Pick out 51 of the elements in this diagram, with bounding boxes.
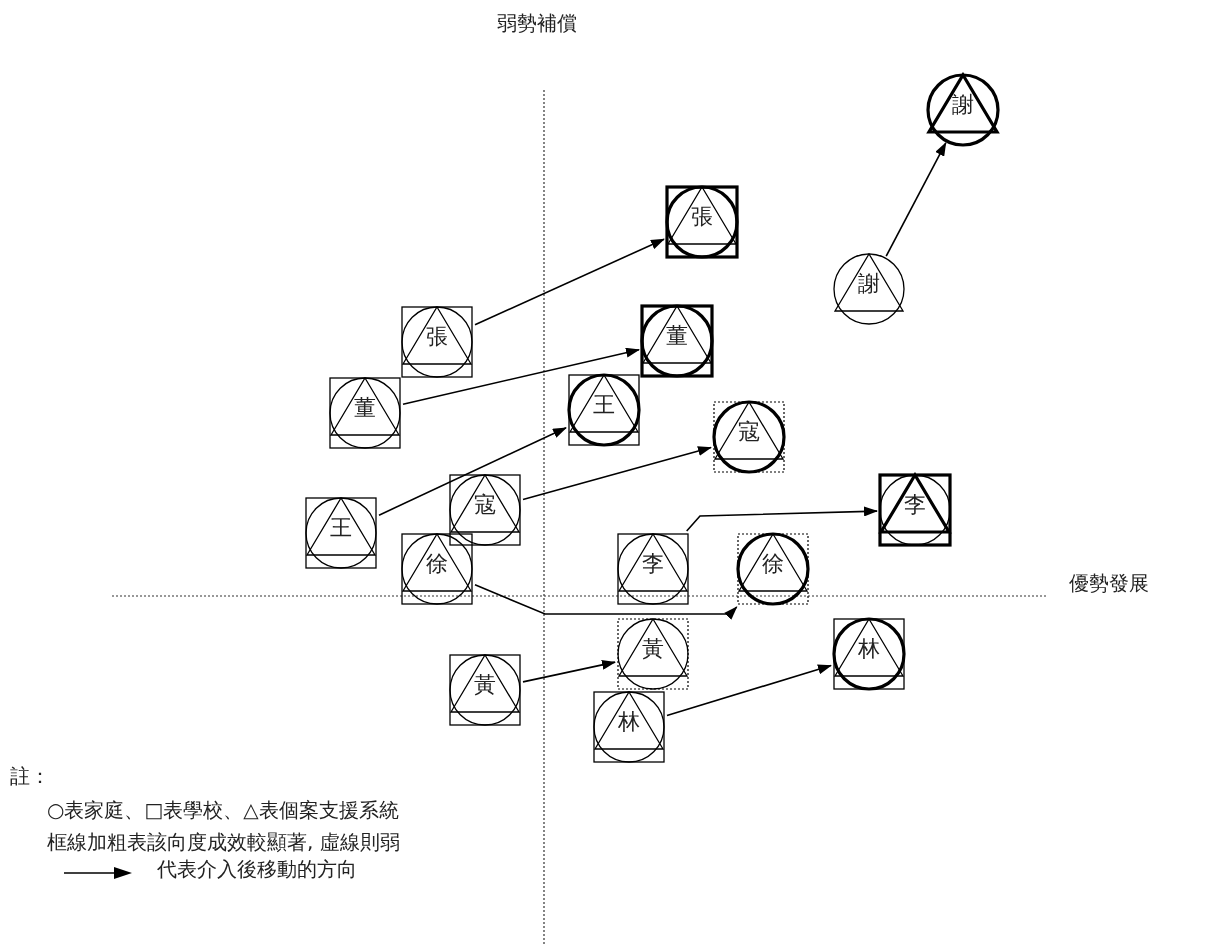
arrow bbox=[378, 427, 567, 516]
name-text: 謝 bbox=[857, 271, 881, 297]
arrow bbox=[402, 347, 640, 405]
note-heading: 註： bbox=[10, 763, 50, 789]
symbol-marker bbox=[877, 472, 953, 548]
symbol-marker bbox=[615, 531, 691, 607]
name-text: 徐 bbox=[425, 551, 449, 577]
name-text: 張 bbox=[690, 204, 714, 230]
arrow bbox=[666, 664, 832, 717]
symbol-marker bbox=[399, 531, 475, 607]
name-text: 王 bbox=[592, 392, 616, 418]
arrow bbox=[474, 238, 665, 326]
name-text: 寇 bbox=[473, 492, 497, 518]
legend-text: 代表介入後移動的方向 bbox=[157, 856, 357, 882]
symbol-marker bbox=[831, 616, 907, 692]
symbol-marker bbox=[831, 251, 907, 327]
symbol-marker bbox=[327, 375, 403, 451]
axis-label: 優勢發展 bbox=[1069, 570, 1149, 596]
symbol-marker bbox=[303, 495, 379, 571]
name-text: 林 bbox=[857, 636, 881, 662]
symbol-marker bbox=[925, 72, 1001, 148]
name-text: 黃 bbox=[641, 636, 665, 662]
name-text: 林 bbox=[617, 709, 641, 735]
name-text: 王 bbox=[329, 515, 353, 541]
name-text: 黃 bbox=[473, 672, 497, 698]
axis-label: 弱勢補償 bbox=[497, 10, 577, 36]
symbol-marker bbox=[664, 184, 740, 260]
name-text: 李 bbox=[903, 492, 927, 518]
name-text: 董 bbox=[665, 323, 689, 349]
name-text: 徐 bbox=[761, 551, 785, 577]
arrow bbox=[885, 141, 947, 257]
note-text: 框線加粗表該向度成效較顯著, 虛線則弱 bbox=[47, 829, 400, 855]
arrow bbox=[522, 446, 712, 501]
note-text: ○表家庭、□表學校、△表個案支援系統 bbox=[47, 797, 399, 823]
name-text: 董 bbox=[353, 395, 377, 421]
symbol-marker bbox=[639, 303, 715, 379]
symbol-marker bbox=[399, 304, 475, 380]
symbol-marker bbox=[447, 472, 523, 548]
symbol-marker bbox=[447, 652, 523, 728]
symbol-marker bbox=[591, 689, 667, 765]
name-text: 寇 bbox=[737, 419, 761, 445]
arrow bbox=[522, 659, 616, 683]
symbol-marker bbox=[735, 531, 811, 607]
arrow bbox=[474, 584, 738, 620]
symbol-marker bbox=[566, 372, 642, 448]
symbol-marker bbox=[711, 399, 787, 475]
arrow bbox=[685, 506, 878, 532]
symbol-marker bbox=[615, 616, 691, 692]
name-text: 李 bbox=[641, 551, 665, 577]
name-text: 張 bbox=[425, 324, 449, 350]
name-text: 謝 bbox=[951, 92, 975, 118]
